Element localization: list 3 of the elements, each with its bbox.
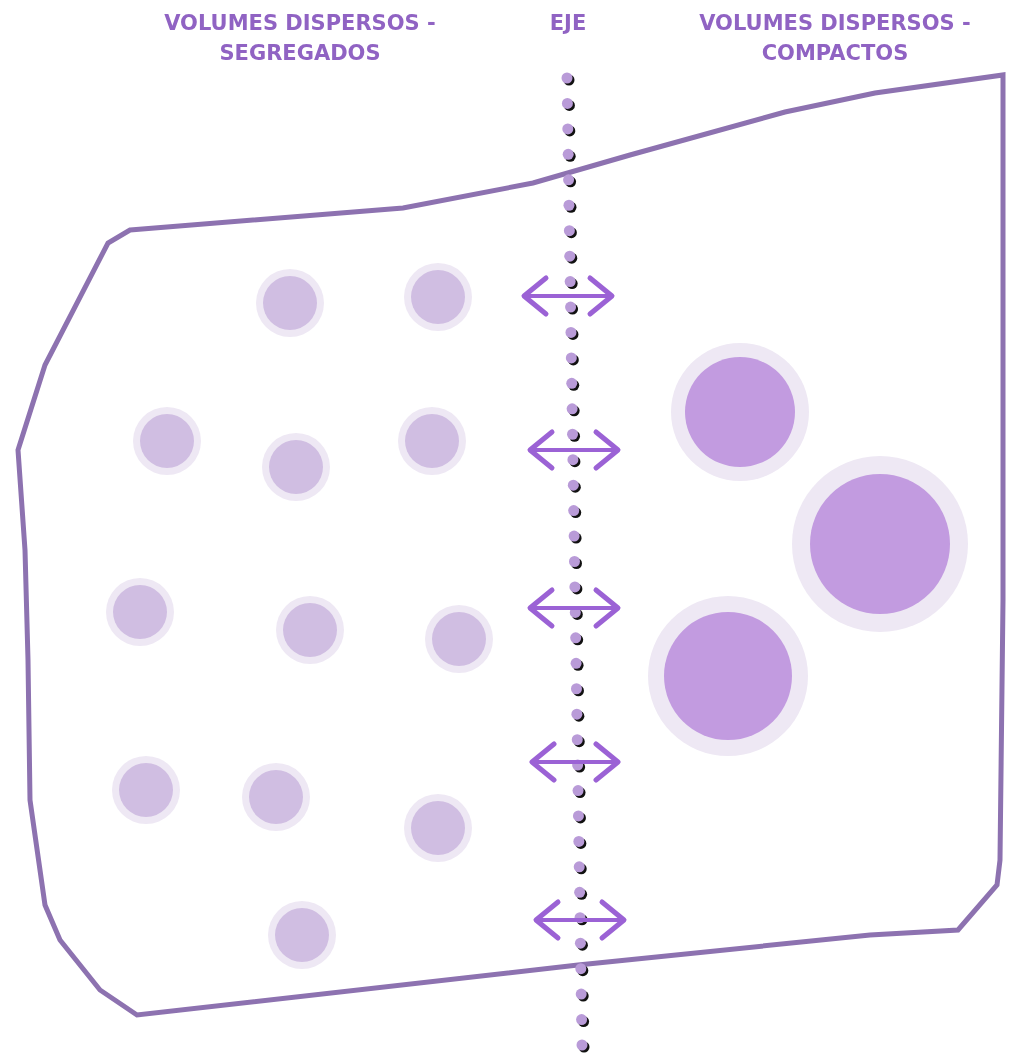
heading-label: VOLUMES DISPERSOS - COMPACTOS <box>698 10 972 67</box>
heading-label: VOLUMES DISPERSOS - SEGREGADOS <box>163 10 437 67</box>
heading-label: EJE <box>548 10 588 37</box>
